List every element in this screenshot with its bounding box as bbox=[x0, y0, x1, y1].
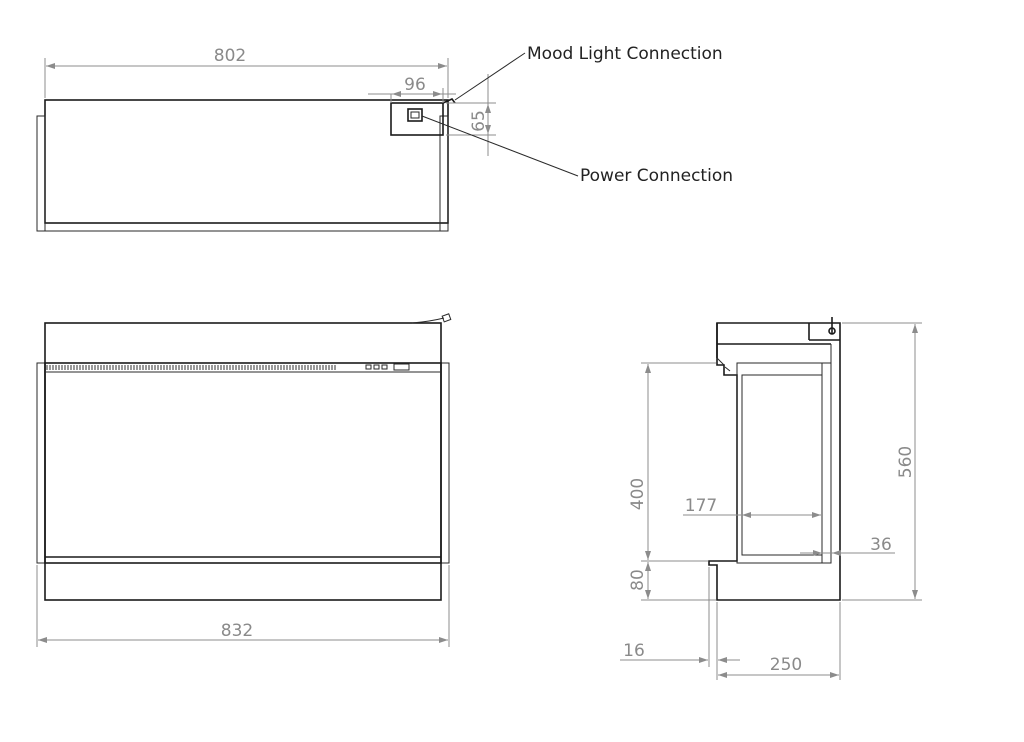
vent-grille bbox=[46, 365, 336, 370]
side-view-profile bbox=[708, 322, 841, 601]
dim-top-width: 802 bbox=[214, 46, 246, 66]
dim-side-inner-depth: 177 bbox=[685, 496, 717, 516]
side-view: 560 400 80 177 36 16 250 bbox=[620, 317, 922, 680]
side-view-cavity bbox=[736, 362, 832, 564]
dim-side-base-height: 80 bbox=[628, 569, 648, 591]
top-view-body bbox=[44, 99, 449, 224]
control-display bbox=[393, 363, 410, 371]
label-mood-light-connection: Mood Light Connection bbox=[527, 44, 723, 64]
leader-power bbox=[421, 115, 579, 177]
top-view-right-flange bbox=[439, 115, 449, 232]
top-view: 802 96 65 Mood Light Connection Power Co… bbox=[36, 44, 733, 232]
control-button-1 bbox=[365, 364, 372, 370]
dim-side-total-height: 560 bbox=[896, 446, 916, 478]
mood-light-plug-icon bbox=[442, 98, 456, 104]
front-view: 832 bbox=[36, 313, 452, 647]
dim-connector-height: 65 bbox=[469, 110, 489, 132]
dim-side-front-offset: 16 bbox=[623, 641, 645, 661]
power-socket-icon bbox=[407, 108, 423, 122]
control-button-3 bbox=[381, 364, 388, 370]
front-view-left-flange bbox=[36, 362, 46, 564]
top-view-left-flange bbox=[36, 115, 46, 232]
dim-connector-width: 96 bbox=[404, 75, 426, 95]
label-power-connection: Power Connection bbox=[580, 166, 733, 186]
side-view-firebox bbox=[741, 374, 823, 556]
mood-light-cable bbox=[411, 317, 445, 324]
control-button-2 bbox=[373, 364, 380, 370]
dim-front-width: 832 bbox=[221, 621, 253, 641]
dim-side-depth: 250 bbox=[770, 655, 802, 675]
dim-side-opening-height: 400 bbox=[628, 478, 648, 510]
mood-light-cable-plug-icon bbox=[441, 313, 452, 323]
connector-box bbox=[390, 102, 444, 136]
dim-side-back-gap: 36 bbox=[870, 535, 892, 555]
front-view-right-flange bbox=[440, 362, 450, 564]
leader-mood-light bbox=[454, 52, 526, 101]
front-view-frame bbox=[44, 362, 442, 564]
